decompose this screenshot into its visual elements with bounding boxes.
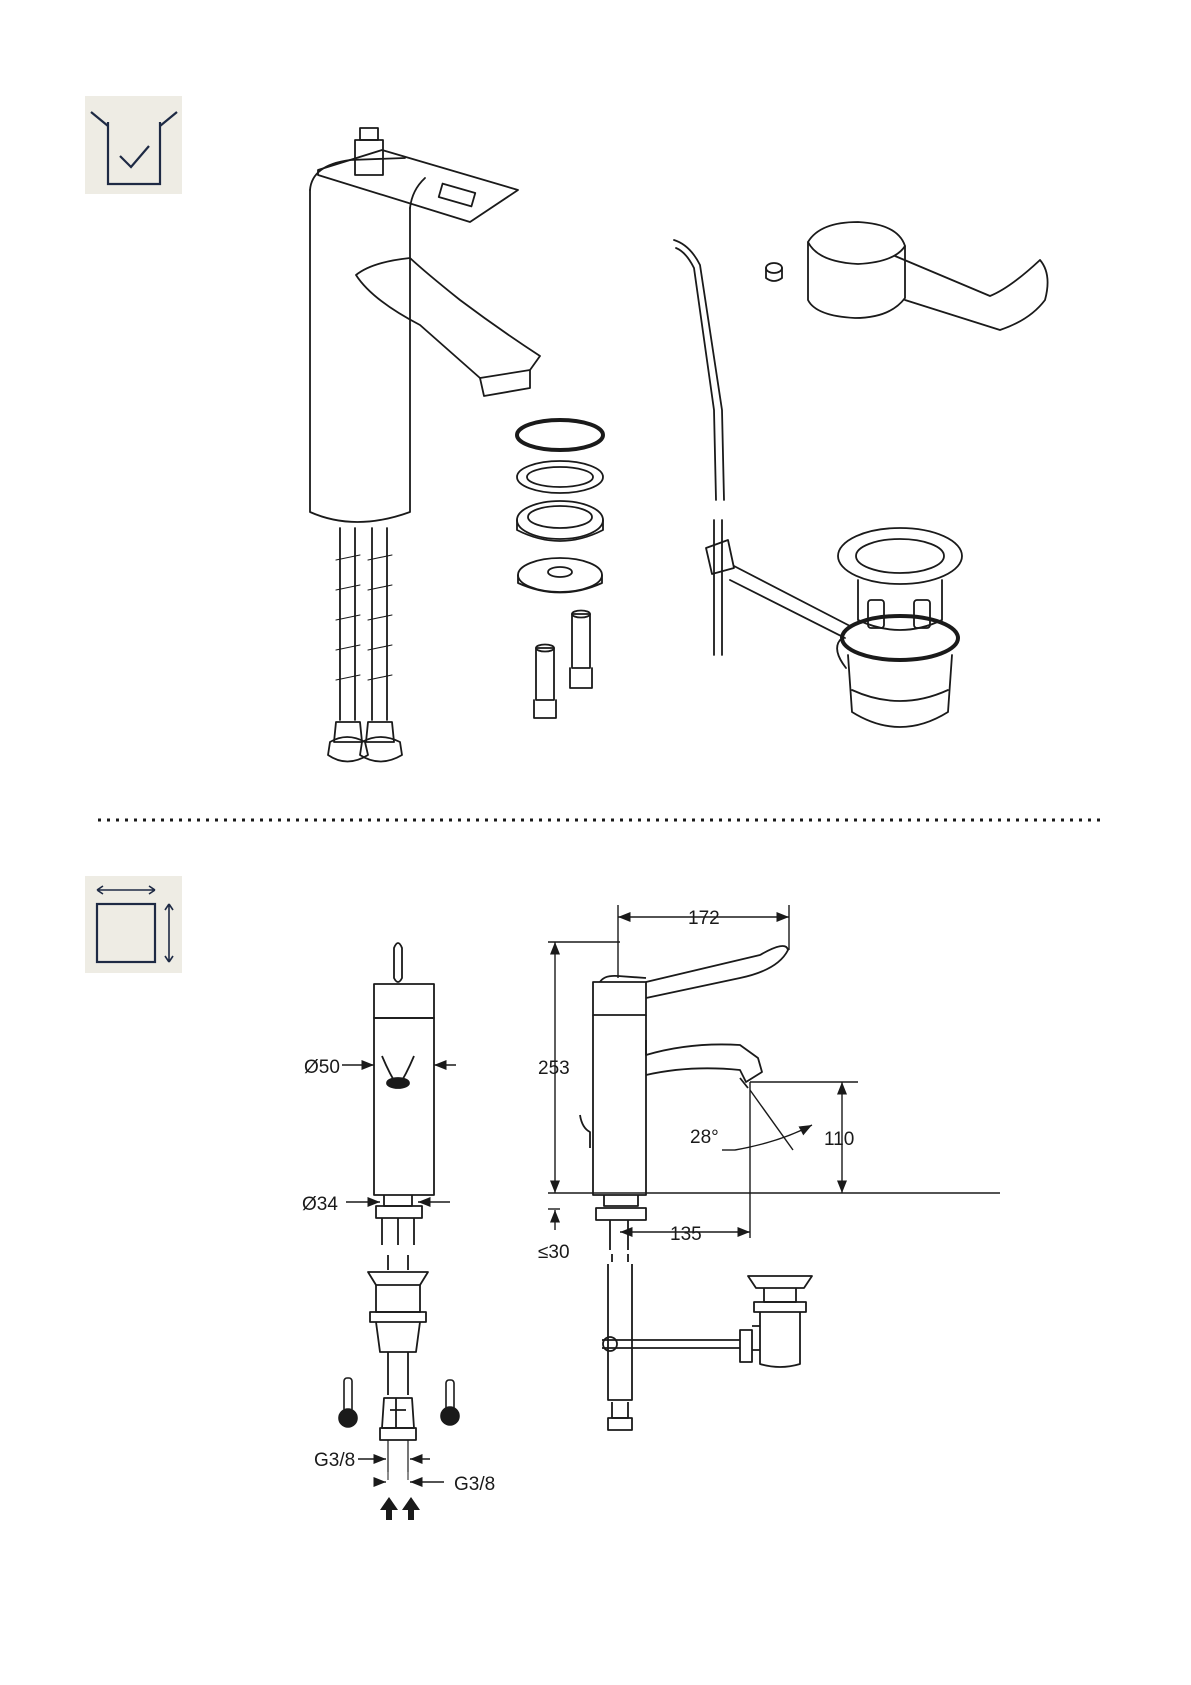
- dim-spout-angle: 28°: [690, 1127, 719, 1148]
- front-view: [368, 943, 434, 1472]
- side-view: [580, 946, 812, 1430]
- dim-diameter-base: Ø34: [302, 1194, 338, 1215]
- dim-thread-left: G3/8: [314, 1450, 355, 1471]
- inlet-arrows: [380, 1497, 420, 1520]
- dim-deck-thickness: ≤30: [538, 1242, 570, 1263]
- dim-thread-right: G3/8: [454, 1474, 495, 1495]
- dim-spout-height: 110: [824, 1129, 854, 1150]
- dim-width-total: 172: [688, 908, 720, 929]
- dim-spout-reach: 135: [670, 1224, 702, 1245]
- dim-height-total: 253: [538, 1058, 570, 1079]
- dim-diameter-body: Ø50: [304, 1057, 340, 1078]
- cold-hot-thermometers: [339, 1378, 459, 1427]
